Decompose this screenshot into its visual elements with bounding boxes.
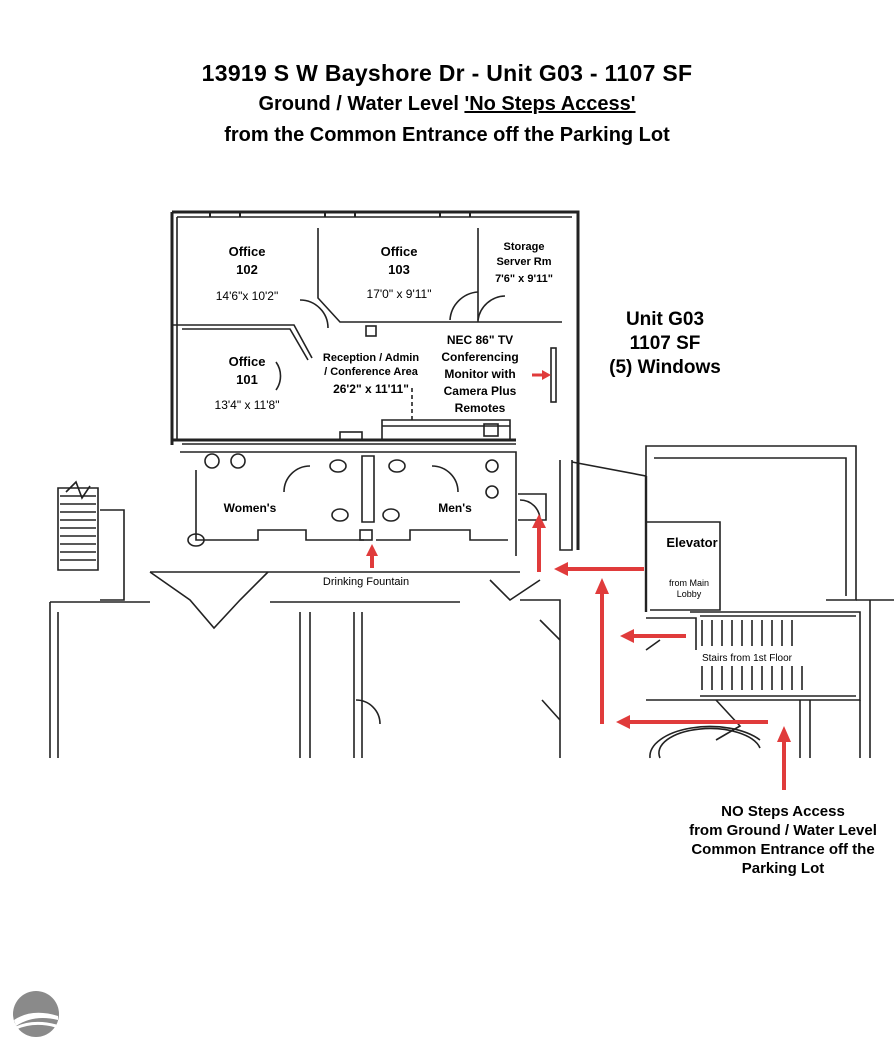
access-note-line-4: Parking Lot (741, 860, 825, 877)
office-102-size: 14'6"x 10'2" (216, 289, 278, 303)
office-102-name: Office (229, 244, 266, 259)
access-note-line-1: NO Steps Access (721, 803, 845, 820)
tv-label-1: NEC 86" TV (447, 333, 513, 347)
office-101-number: 101 (236, 372, 258, 387)
office-102-number: 102 (236, 262, 258, 277)
office-103-size: 17'0" x 9'11" (367, 287, 432, 301)
unit-summary-line-1: Unit G03 (625, 309, 705, 330)
reception-label-1: Reception / Admin (323, 352, 419, 364)
unit-summary: Unit G03 1107 SF (5) Windows (590, 308, 740, 380)
subtitle-prefix: Ground / Water Level (258, 93, 465, 115)
page-title: 13919 S W Bayshore Dr - Unit G03 - 1107 … (201, 60, 693, 86)
tv-label-5: Remotes (455, 401, 506, 415)
storage-label-1: Storage (504, 241, 545, 253)
office-103-number: 103 (388, 262, 410, 277)
storage-label-2: Server Rm (496, 256, 551, 268)
unit-summary-line-2: 1107 SF (629, 333, 701, 354)
reception-size: 26'2" x 11'11" (333, 382, 409, 396)
lobby-label-2: Lobby (677, 589, 702, 599)
tv-label-2: Conferencing (441, 350, 518, 364)
subtitle-underlined: 'No Steps Access' (464, 93, 636, 115)
access-note-line-2: from Ground / Water Level (689, 822, 877, 839)
office-101-size: 13'4" x 11'8" (215, 398, 280, 412)
tv-label-3: Monitor with (444, 367, 515, 381)
mens-restroom-label: Men's (438, 501, 472, 515)
sunset-logo-icon (13, 991, 59, 1037)
page-subtitle-2: from the Common Entrance off the Parking… (224, 124, 670, 146)
womens-restroom-label: Women's (224, 501, 277, 515)
office-103-name: Office (381, 244, 418, 259)
access-arrows (366, 370, 791, 790)
elevator-label: Elevator (666, 535, 717, 550)
reception-label-2: / Conference Area (324, 366, 419, 378)
access-note: NO Steps Access from Ground / Water Leve… (680, 802, 886, 878)
unit-summary-line-3: (5) Windows (609, 357, 721, 378)
access-note-line-3: Common Entrance off the (691, 841, 875, 858)
office-101-name: Office (229, 354, 266, 369)
storage-size: 7'6" x 9'11" (495, 273, 553, 285)
lobby-label-1: from Main (669, 578, 709, 588)
unit-walls (49, 210, 894, 759)
page-subtitle: Ground / Water Level 'No Steps Access' (0, 93, 894, 116)
tv-label-4: Camera Plus (444, 384, 517, 398)
stairs-label: Stairs from 1st Floor (702, 653, 793, 664)
drinking-fountain-label: Drinking Fountain (323, 576, 409, 588)
